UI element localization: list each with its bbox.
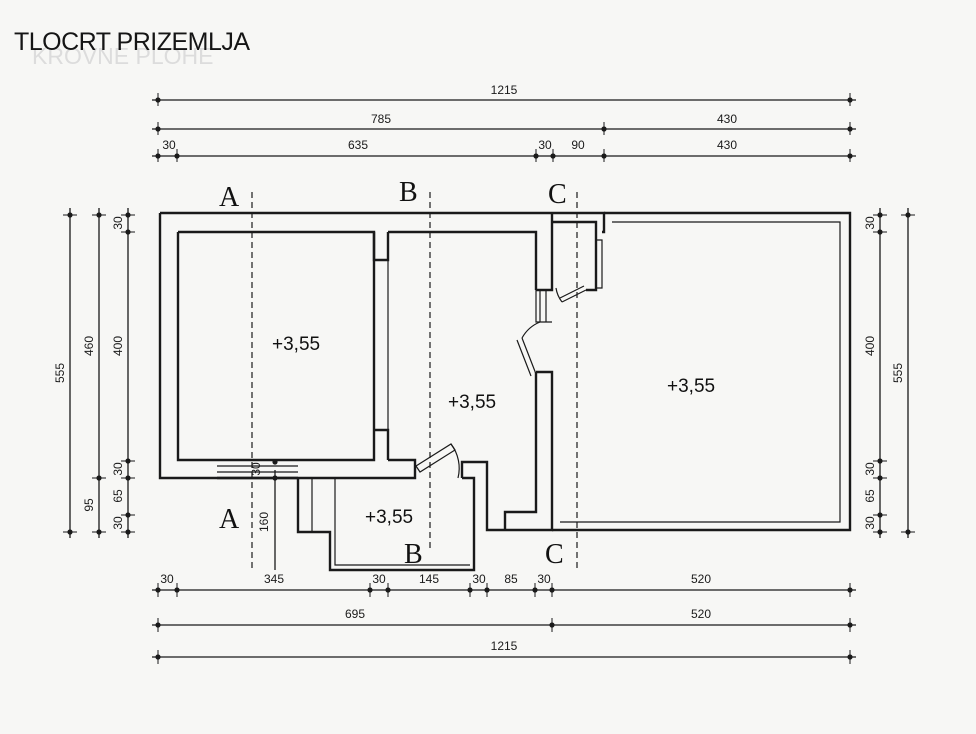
room-elevation-middle: +3,55: [448, 392, 496, 413]
background-text: KROVNE PLOHE: [32, 43, 214, 69]
dim-left-65: 65: [111, 489, 125, 503]
section-mark-a-bottom: A: [219, 504, 240, 535]
dim-bottom-520a: 520: [691, 572, 711, 586]
dim-left-400: 400: [111, 336, 125, 356]
dim-bottom-145: 145: [419, 572, 439, 586]
section-lines: [251, 192, 578, 570]
dim-left-555: 555: [53, 363, 67, 383]
doors: [415, 285, 587, 479]
dim-left-30c: 30: [111, 516, 125, 530]
dim-right-400: 400: [863, 336, 877, 356]
section-mark-c-top: C: [548, 179, 567, 210]
room-elevation-small: +3,55: [365, 507, 413, 528]
dim-top-785: 785: [371, 112, 391, 126]
left-dimension-lines: [63, 208, 135, 538]
bottom-dimension-lines: [152, 583, 856, 664]
dim-top-430a: 430: [717, 112, 737, 126]
dim-bottom-30d: 30: [537, 572, 551, 586]
dim-bottom-520b: 520: [691, 607, 711, 621]
room-elevation-left: +3,55: [272, 334, 320, 355]
plan-title: TLOCRT PRIZEMLJA: [14, 28, 250, 56]
dim-top-total: 1215: [491, 83, 518, 97]
dim-inner-30: 30: [249, 462, 263, 476]
dim-bottom-total: 1215: [491, 639, 518, 653]
dim-top-90: 90: [571, 138, 585, 152]
dim-bottom-30c: 30: [472, 572, 486, 586]
dim-right-30a: 30: [863, 216, 877, 230]
dim-bottom-695: 695: [345, 607, 365, 621]
section-mark-c-bottom: C: [545, 539, 564, 570]
top-dimension-lines: [152, 93, 856, 162]
dim-top-430b: 430: [717, 138, 737, 152]
dim-bottom-30a: 30: [160, 572, 174, 586]
dim-right-555: 555: [891, 363, 905, 383]
dim-left-95: 95: [82, 498, 96, 512]
walls: [158, 211, 852, 572]
section-mark-b-top: B: [399, 177, 418, 208]
dim-top-635: 635: [348, 138, 368, 152]
dim-top-30a: 30: [162, 138, 176, 152]
section-mark-a-top: A: [219, 182, 240, 213]
dim-bottom-30b: 30: [372, 572, 386, 586]
section-mark-b-bottom: B: [404, 539, 423, 570]
dim-left-30b: 30: [111, 462, 125, 476]
dim-inner-160: 160: [257, 512, 271, 532]
right-dimension-lines: [873, 208, 915, 538]
dim-right-65: 65: [863, 489, 877, 503]
dim-bottom-345: 345: [264, 572, 284, 586]
room-elevation-right: +3,55: [667, 376, 715, 397]
dim-left-30a: 30: [111, 216, 125, 230]
dim-right-30c: 30: [863, 516, 877, 530]
dim-right-30b: 30: [863, 462, 877, 476]
dim-top-30b: 30: [538, 138, 552, 152]
dim-left-460: 460: [82, 336, 96, 356]
dim-bottom-85: 85: [504, 572, 518, 586]
